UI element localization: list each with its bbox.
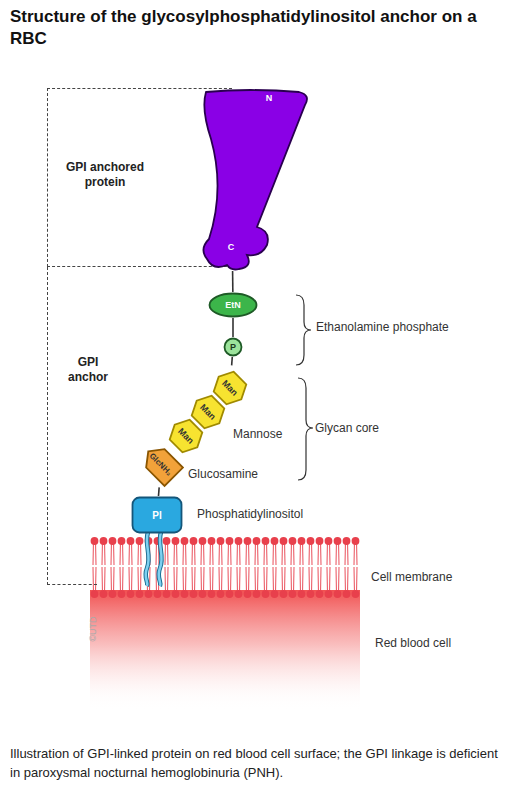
node-shape-protein: NC bbox=[149, 89, 314, 271]
node-label: PI bbox=[131, 496, 183, 534]
protein-shape bbox=[203, 90, 307, 270]
part-label: Phosphatidylinositol bbox=[197, 507, 303, 521]
node-shape-ellipse: EtN bbox=[208, 292, 258, 318]
bracket bbox=[296, 295, 311, 365]
part-label: Ethanolamine phosphate bbox=[316, 320, 449, 334]
part-label: Glucosamine bbox=[188, 467, 258, 481]
node-label: P bbox=[223, 337, 243, 357]
connector-line bbox=[232, 271, 234, 292]
connector-line bbox=[232, 318, 234, 337]
part-label: Mannose bbox=[233, 427, 282, 441]
lipid-tail-outline bbox=[146, 532, 149, 586]
cell-body bbox=[90, 590, 360, 710]
bracket bbox=[298, 378, 313, 480]
node-label: GPI anchor bbox=[58, 353, 118, 387]
membrane-inner-leaflet bbox=[90, 566, 360, 600]
membrane-outer-leaflet bbox=[90, 536, 360, 566]
part-label: Red blood cell bbox=[375, 636, 451, 650]
node-label: N bbox=[262, 92, 276, 104]
node-label: GPI anchored protein bbox=[60, 155, 150, 195]
lipid-tail bbox=[146, 532, 149, 586]
diagram-caption: Illustration of GPI-linked protein on re… bbox=[10, 744, 500, 782]
connector-line bbox=[231, 357, 233, 365]
part-label: Cell membrane bbox=[371, 570, 452, 584]
lipid-tail-outline bbox=[159, 532, 162, 586]
node-label: EtN bbox=[208, 292, 258, 318]
node-shape-rrect: PI bbox=[131, 496, 183, 534]
diagram-title: Structure of the glycosylphosphatidylino… bbox=[10, 6, 510, 50]
lipid-tail bbox=[159, 532, 162, 586]
node-label: C bbox=[224, 241, 238, 253]
connector-line bbox=[158, 487, 160, 496]
watermark: ©UTD bbox=[88, 616, 98, 641]
node-shape-dash0: GPI anchored proteinNC bbox=[47, 88, 232, 267]
node-shape-dash2: GPI anchorEtNPManManManGlcNH₂PI bbox=[47, 267, 97, 585]
node-shape-ellipse: P bbox=[223, 337, 243, 357]
part-label: Glycan core bbox=[315, 421, 379, 435]
